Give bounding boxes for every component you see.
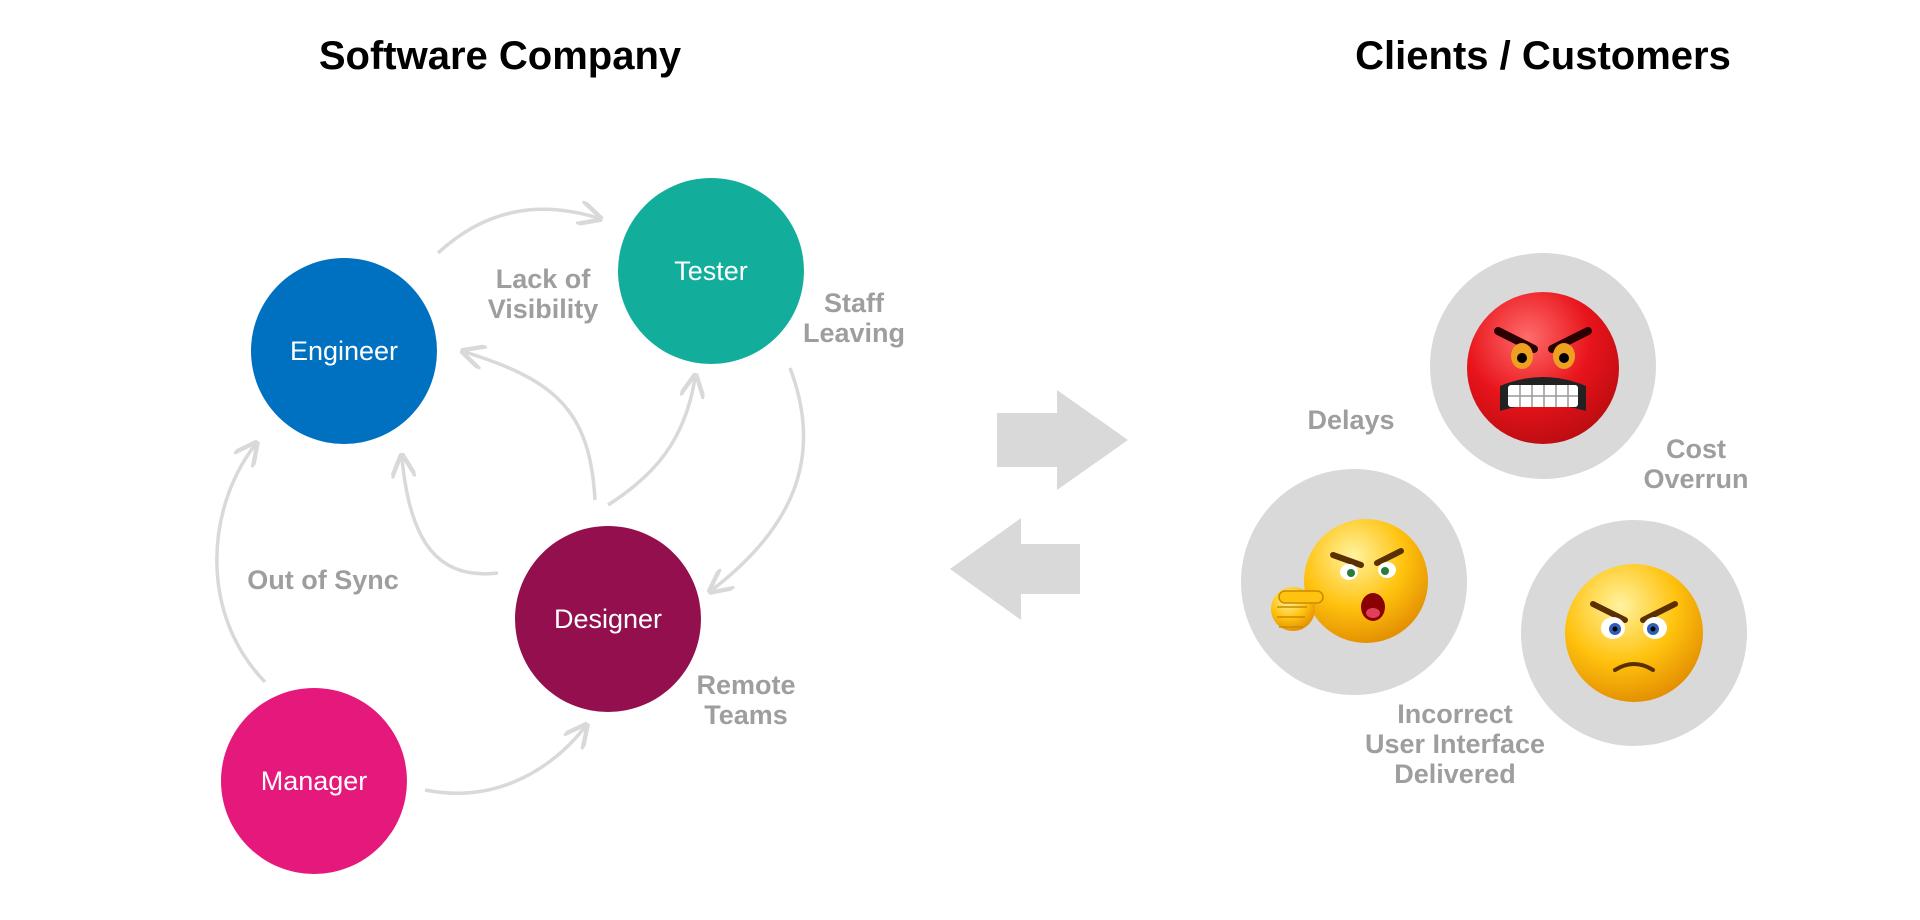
furious-face-bubble <box>1430 253 1656 479</box>
arrow-designer-to-engineer-lower <box>402 458 499 576</box>
pointing-face-bubble <box>1241 469 1467 695</box>
arrow-designer-to-engineer-upper <box>465 352 597 501</box>
angry-pointing-face-icon <box>1271 519 1428 643</box>
engineer-node: Engineer <box>251 258 437 444</box>
manager-label: Manager <box>260 765 368 796</box>
arrow-designer-to-tester <box>607 378 695 507</box>
manager-node: Manager <box>221 688 407 874</box>
left-block-arrow-icon <box>950 518 1080 620</box>
software-company-title: Software Company <box>318 34 682 78</box>
designer-label: Designer <box>553 603 663 634</box>
issue-lack-of-visibility: Lack of Visibility <box>487 264 599 324</box>
arrow-manager-to-engineer <box>215 445 267 684</box>
issue-cost-overrun: Cost Overrun <box>1643 434 1749 494</box>
tester-node: Tester <box>618 178 804 364</box>
arrow-tester-to-designer <box>712 367 806 590</box>
issue-out-of-sync: Out of Sync <box>247 565 399 595</box>
issue-incorrect-ui: Incorrect User Interface Delivered <box>1364 699 1546 789</box>
frowning-face-bubble <box>1521 520 1747 746</box>
issue-delays: Delays <box>1307 405 1395 435</box>
arrow-manager-to-designer <box>424 727 585 795</box>
right-block-arrow-icon <box>997 390 1128 490</box>
frowning-face-icon <box>1565 564 1703 702</box>
designer-node: Designer <box>515 526 701 712</box>
tester-label: Tester <box>674 255 748 286</box>
furious-red-face-icon <box>1467 292 1619 444</box>
clients-customers-title: Clients / Customers <box>1355 34 1731 78</box>
issue-remote-teams: Remote Teams <box>696 670 796 730</box>
engineer-label: Engineer <box>289 335 399 366</box>
arrow-engineer-to-tester <box>436 209 598 255</box>
issue-staff-leaving: Staff Leaving <box>802 288 906 348</box>
